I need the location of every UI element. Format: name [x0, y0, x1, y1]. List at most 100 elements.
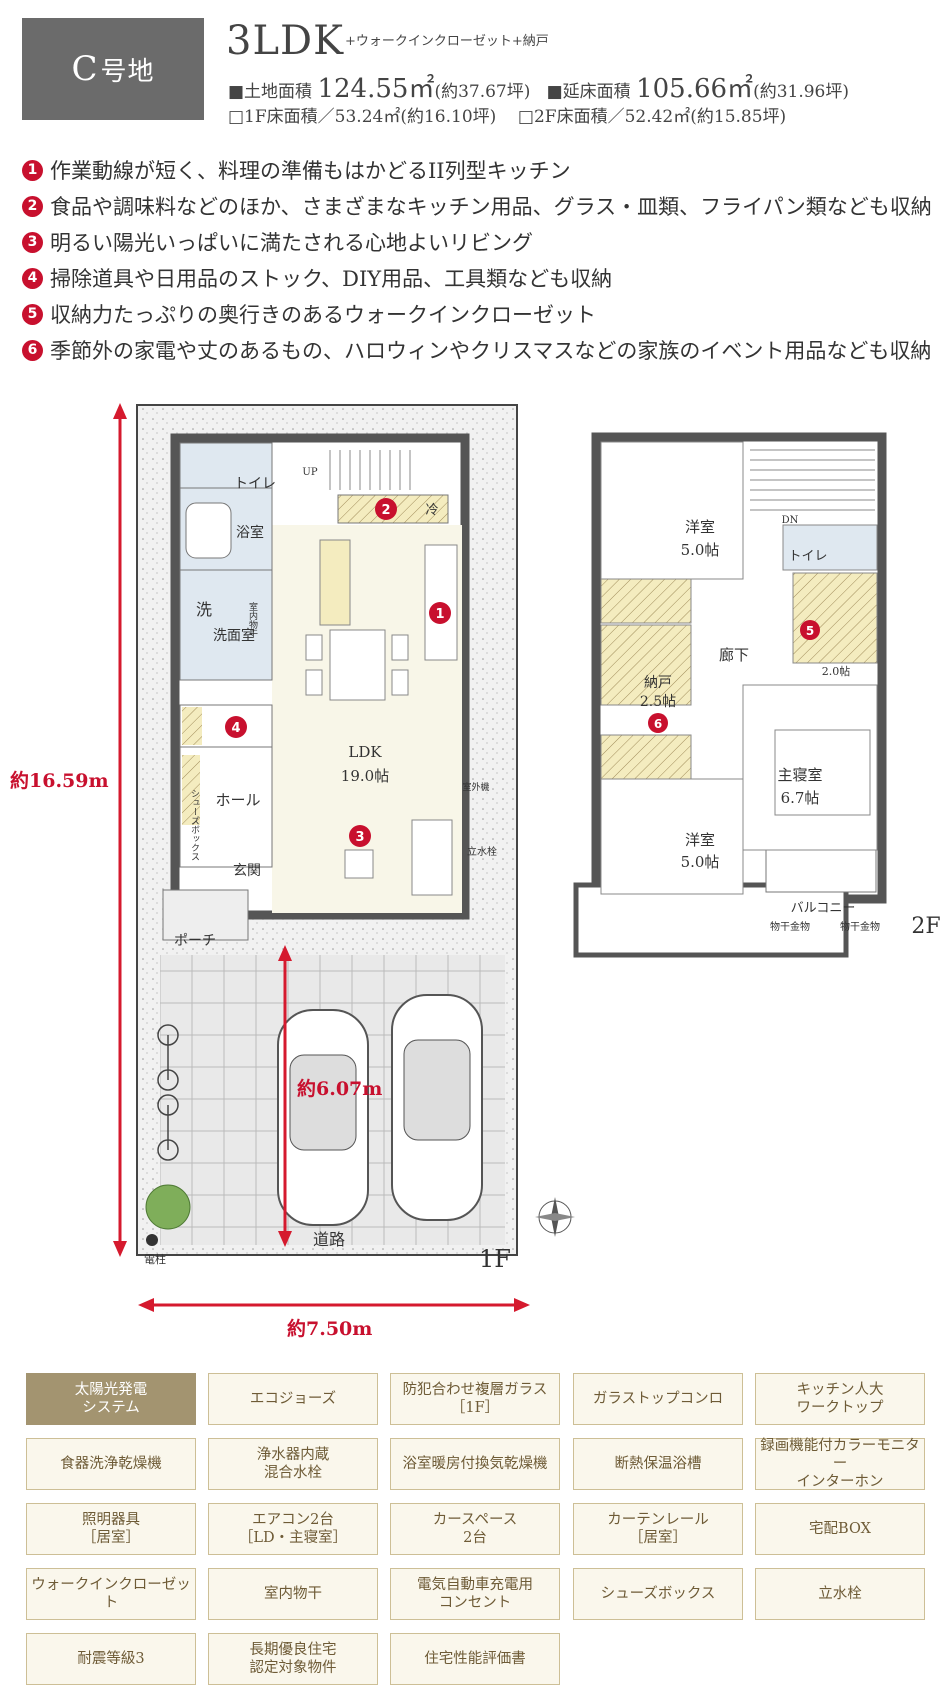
- shoebox-hatch: [182, 755, 200, 825]
- plan-2f: 5 6 洋室 5.0帖 納戸 2.5帖 廊下 洋室 5.0帖 主寝室 6.7帖 …: [573, 432, 941, 958]
- feature-item: 2 食品や調味料などのほか、さまざまなキッチン用品、グラス・皿類、フライパン類など…: [22, 188, 932, 224]
- marker-1: 1: [429, 602, 451, 624]
- marker-5: 5: [800, 620, 820, 640]
- feature-number-badge: 5: [22, 303, 43, 325]
- wic-room: [792, 572, 878, 664]
- feature-text: 掃除道具や日用品のストック、DIY用品、工具類なども収納: [50, 267, 613, 291]
- closet-1: [600, 578, 692, 624]
- amenity-badge: 電気自動車充電用 コンセント: [390, 1568, 560, 1620]
- label-ldk: LDK: [348, 743, 382, 761]
- amenity-badge: 断熱保温浴槽: [573, 1438, 743, 1490]
- feature-number-badge: 4: [22, 267, 43, 289]
- amenity-badge: 浴室暖房付換気乾燥機: [390, 1438, 560, 1490]
- amenity-badge: キッチン人大 ワークトップ: [755, 1373, 925, 1425]
- amenity-badge: シューズボックス: [573, 1568, 743, 1620]
- feature-number-badge: 3: [22, 231, 43, 253]
- marker-3: 3: [349, 825, 371, 847]
- feature-text: 収納力たっぷりの奥行きのあるウォークインクローゼット: [50, 303, 596, 327]
- sofa: [411, 819, 453, 896]
- amenity-badge: 室内物干: [208, 1568, 378, 1620]
- tree-icon: [145, 1184, 191, 1230]
- f2-area: □2F床面積／52.42㎡(約15.85坪): [517, 107, 787, 127]
- label-western2: 洋室: [685, 831, 715, 849]
- utility-pole-icon: [146, 1234, 158, 1246]
- label-western1-size: 5.0帖: [681, 541, 720, 559]
- svg-text:1: 1: [435, 607, 444, 622]
- amenity-badge: 太陽光発電 システム: [26, 1373, 196, 1425]
- car-icon: [277, 1009, 369, 1226]
- dining-chair: [391, 669, 409, 696]
- lot-suffix: 号地: [100, 56, 155, 87]
- compass-icon: [535, 1197, 575, 1237]
- plan-1f: 1 2 3 4 トイレ 浴室 洗 洗面室 LDK 19.0帖 ホール 玄関 ポー…: [10, 403, 575, 1340]
- arrow-down-icon: [113, 1241, 127, 1257]
- floor-area-label: ■延床面積: [546, 82, 631, 102]
- floor-area-value: 105.66㎡: [636, 74, 754, 104]
- label-indoor-dry: 室内物干: [247, 601, 258, 639]
- label-porch: ポーチ: [174, 933, 216, 949]
- stairs-1f: [329, 450, 411, 490]
- marker-4: 4: [225, 716, 247, 738]
- floor-label-1f: 1F: [479, 1245, 511, 1273]
- balcony: [573, 882, 849, 958]
- toilet-room: [179, 442, 273, 489]
- label-nando: 納戸: [644, 675, 672, 691]
- label-nando-size: 2.5帖: [640, 694, 676, 710]
- f1-area: □1F床面積／53.24㎡(約16.10坪): [228, 107, 497, 127]
- car-icon: [391, 994, 483, 1221]
- amenity-badge: ウォークインクローゼット: [26, 1568, 196, 1620]
- bed-icon: [774, 729, 871, 816]
- dining-chair: [305, 634, 323, 661]
- label-ldk-size: 19.0帖: [341, 767, 389, 785]
- bathtub-icon: [185, 502, 232, 559]
- label-entrance: 玄関: [233, 862, 261, 879]
- floor-area-tsubo: (約31.96坪): [753, 82, 849, 102]
- land-area-label: ■土地面積: [228, 82, 313, 102]
- dim-label-width: 約7.50m: [287, 1317, 372, 1340]
- amenity-badge: 立水栓: [755, 1568, 925, 1620]
- layout-type: 3LDK: [226, 18, 344, 64]
- bicycle-icon: [157, 1094, 179, 1161]
- amenity-badge: カースペース 2台: [390, 1503, 560, 1555]
- marker-6: 6: [648, 713, 668, 733]
- label-wic-size: 2.0帖: [822, 665, 851, 678]
- label-pole: 電柱: [144, 1252, 166, 1266]
- label-road: 道路: [313, 1230, 345, 1249]
- feature-text: 食品や調味料などのほか、さまざまなキッチン用品、グラス・皿類、フライパン類なども…: [50, 195, 932, 219]
- feature-number-badge: 6: [22, 339, 43, 361]
- svg-text:3: 3: [355, 830, 364, 845]
- kitchen-island: [319, 539, 351, 626]
- land-area-tsubo: (約37.67坪): [434, 82, 531, 102]
- floor-label-2f: 2F: [911, 914, 940, 939]
- amenity-badge: カーテンレール ［居室］: [573, 1503, 743, 1555]
- label-hanger: 物干金物: [770, 920, 810, 933]
- marker-2: 2: [375, 498, 397, 520]
- svg-text:4: 4: [231, 721, 240, 736]
- label-master-size: 6.7帖: [781, 789, 820, 807]
- washroom: [179, 569, 273, 681]
- feature-number-badge: 2: [22, 195, 43, 217]
- label-western2-size: 5.0帖: [681, 853, 720, 871]
- label-master: 主寝室: [777, 766, 822, 784]
- amenity-badge: エコジョーズ: [208, 1373, 378, 1425]
- layout-sub: +ウォークインクローゼット+納戸: [345, 34, 549, 49]
- amenity-badge: 住宅性能評価書: [390, 1633, 560, 1685]
- western-room-1: [600, 441, 744, 580]
- area-line-secondary: □1F床面積／53.24㎡(約16.10坪) □2F床面積／52.42㎡(約15…: [228, 102, 786, 127]
- bicycle-icon: [157, 1024, 179, 1091]
- land-area-value: 124.55㎡: [317, 74, 435, 104]
- floor-plan-area: 1 2 3 4 トイレ 浴室 洗 洗面室 LDK 19.0帖 ホール 玄関 ポー…: [0, 395, 950, 1350]
- dining-table: [329, 629, 386, 701]
- dining-chair: [305, 669, 323, 696]
- svg-text:5: 5: [806, 624, 814, 638]
- label-wash: 洗: [196, 600, 212, 619]
- storage-4-hatch: [182, 707, 202, 745]
- balcony-area: [765, 849, 877, 893]
- label-up: UP: [302, 467, 317, 478]
- area-line-primary: ■土地面積 124.55㎡(約37.67坪) ■延床面積 105.66㎡(約31…: [228, 68, 849, 105]
- amenity-badge: 浄水器内蔵 混合水栓: [208, 1438, 378, 1490]
- label-western1: 洋室: [685, 518, 715, 536]
